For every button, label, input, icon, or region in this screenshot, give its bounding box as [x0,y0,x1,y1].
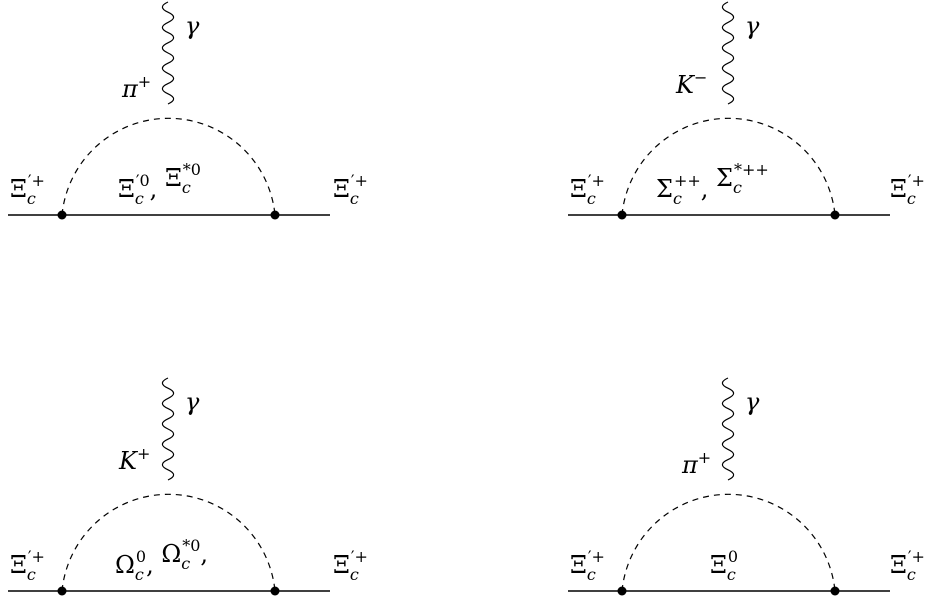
meson-loop [61,493,276,592]
vertex-right [270,586,280,596]
meson-loop [621,117,836,216]
meson-label: K− [675,68,707,99]
vertex-right [830,586,840,596]
diagram-2: γ K− Ξc′+ Ξc′+ Σc++, Σc*++ [568,1,925,220]
incoming-baryon-label: Ξc′+ [570,171,605,208]
incoming-baryon-label: Ξc′+ [10,547,45,584]
photon-line [721,1,735,105]
outgoing-baryon-label: Ξc′+ [333,547,368,584]
intermediate-baryon-label: Σc++, Σc*++ [656,160,769,208]
vertex-left [617,586,627,596]
photon-label: γ [745,388,760,416]
vertex-left [617,210,627,220]
meson-label: π+ [681,448,711,479]
outgoing-baryon-label: Ξc′+ [890,171,925,208]
meson-label: π+ [121,72,151,103]
photon-line [161,1,175,105]
diagram-3: γ K+ Ξc′+ Ξc′+ Ωc0, Ωc*0, [8,377,368,596]
photon-label: γ [185,388,200,416]
vertex-right [270,210,280,220]
incoming-baryon-label: Ξc′+ [570,547,605,584]
meson-loop [621,493,836,592]
vertex-right [830,210,840,220]
photon-label: γ [745,12,760,40]
vertex-left [57,210,67,220]
intermediate-baryon-label: Ωc0, Ωc*0, [115,536,208,584]
vertex-left [57,586,67,596]
photon-label: γ [185,12,200,40]
diagram-4: γ π+ Ξc′+ Ξc′+ Ξc0 [568,377,925,596]
diagram-1: γ π+ Ξc′+ Ξc′+ Ξc′0, Ξc*0 [8,1,368,220]
intermediate-baryon-label: Ξc′0, Ξc*0 [118,160,201,208]
meson-label: K+ [118,444,150,475]
photon-line [161,377,175,481]
outgoing-baryon-label: Ξc′+ [333,171,368,208]
meson-loop [61,117,276,216]
intermediate-baryon-label: Ξc0 [710,547,738,584]
photon-line [721,377,735,481]
incoming-baryon-label: Ξc′+ [10,171,45,208]
outgoing-baryon-label: Ξc′+ [890,547,925,584]
